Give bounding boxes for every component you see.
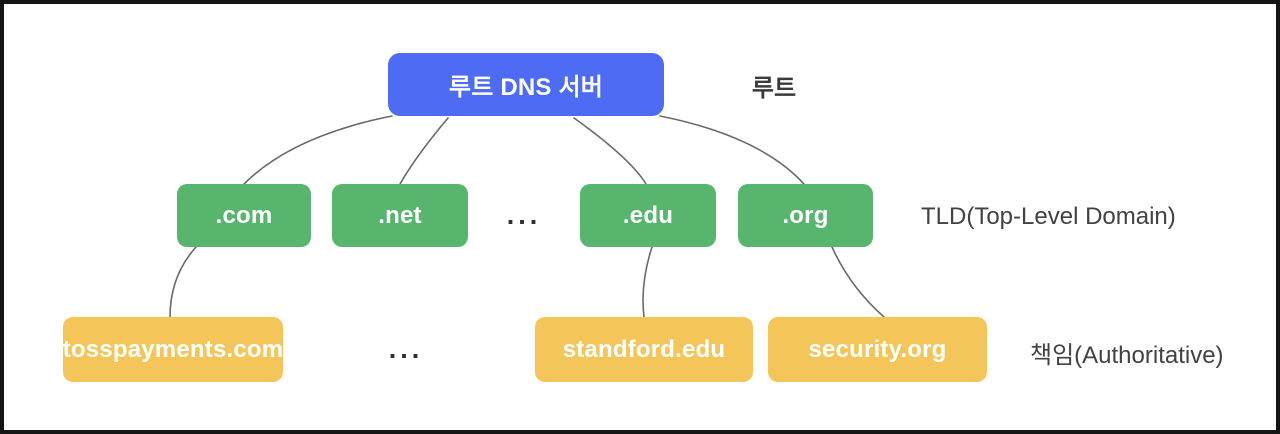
connector-root-to-com (243, 115, 393, 185)
connector-com-to-tosspayments (169, 246, 197, 318)
tld-ellipsis: ... (506, 200, 542, 230)
authoritative-ellipsis: ... (388, 334, 424, 364)
authoritative-node-tosspayments: tosspayments.com (63, 317, 283, 382)
connector-root-to-net (399, 117, 449, 185)
connector-edu-to-standford (642, 246, 653, 318)
connector-org-to-security (831, 246, 885, 318)
tld-node-com: .com (177, 184, 311, 247)
connector-root-to-org (659, 115, 805, 185)
tld-node-org: .org (738, 184, 873, 247)
authoritative-node-standford: standford.edu (535, 317, 753, 382)
tld-node-edu: .edu (580, 184, 716, 247)
level-label-root: 루트 (751, 75, 797, 102)
connector-root-to-edu (573, 117, 647, 185)
level-label-tld: TLD(Top-Level Domain) (921, 203, 1176, 230)
level-label-authoritative: 책임(Authoritative) (1030, 342, 1224, 369)
authoritative-node-security: security.org (768, 317, 987, 382)
root-dns-server-node: 루트 DNS 서버 (388, 53, 664, 116)
tld-node-net: .net (332, 184, 468, 247)
